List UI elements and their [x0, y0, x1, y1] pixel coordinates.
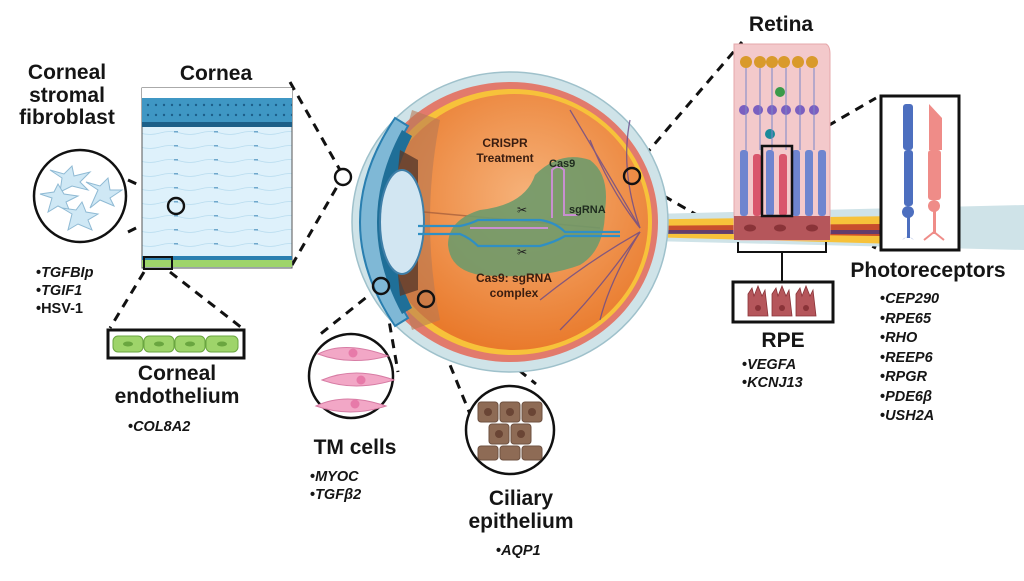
- corneal-epithelium: [142, 98, 292, 124]
- photoreceptors-genes: CEP290 RPE65 RHO REEP6 RPGR PDE6β USH2A: [880, 290, 939, 427]
- cone-cell: [923, 104, 945, 241]
- zoom-ring-stroma: [166, 196, 186, 216]
- lens: [379, 169, 425, 275]
- scissors-icon-top: ✂: [517, 203, 527, 217]
- gene-item: TGIF1: [36, 282, 93, 300]
- connector-retina-top: [632, 41, 744, 169]
- stromal-fibroblast-genes: TGFBIp TGIF1 HSV-1: [36, 264, 93, 318]
- gene-item: RPE65: [880, 310, 939, 330]
- gene-item: RPGR: [880, 368, 939, 388]
- endothelium-box: [106, 328, 246, 360]
- crispr-treatment-label-2: Treatment: [476, 151, 533, 165]
- photoreceptor-highlight-box: [760, 144, 794, 218]
- rpe-genes: VEGFA KCNJ13: [742, 356, 803, 392]
- title-line: epithelium: [468, 509, 574, 533]
- corneal-endothelium-genes: COL8A2: [128, 418, 190, 436]
- connector-endo-left: [108, 271, 146, 329]
- cas9-label: Cas9: [549, 158, 575, 170]
- zoom-ring-ciliary: [416, 289, 436, 309]
- connector-cornea-bottom: [290, 184, 340, 266]
- gene-item: RHO: [880, 329, 939, 349]
- gene-item: MYOC: [310, 468, 361, 486]
- corneal-endothelium-title: Corneal endothelium: [112, 362, 242, 408]
- zoom-ring-retina: [622, 166, 642, 186]
- gene-item: AQP1: [496, 542, 541, 560]
- gene-item: REEP6: [880, 349, 939, 369]
- ciliary-circle: [464, 384, 556, 476]
- dna-strands: [418, 218, 620, 248]
- tm-cells-circle: [307, 332, 396, 420]
- stromal-fibroblast-title: Corneal stromal fibroblast: [14, 61, 120, 130]
- cornea-title: Cornea: [179, 62, 253, 85]
- complex-label-2: complex: [490, 286, 539, 300]
- title-line: fibroblast: [19, 106, 115, 130]
- connector-tm-right: [382, 291, 400, 373]
- gene-item: CEP290: [880, 290, 939, 310]
- retina-block: [733, 43, 831, 241]
- tm-cells-title: TM cells: [313, 436, 397, 459]
- connector-tm-left: [317, 286, 379, 338]
- corneal-endothelium-layer: [142, 260, 292, 267]
- fibroblast-circle: [32, 148, 128, 244]
- gene-item: COL8A2: [128, 418, 190, 436]
- title-line: Corneal: [27, 61, 107, 84]
- retina-title: Retina: [748, 13, 814, 36]
- complex-label-1: Cas9: sgRNA: [476, 271, 552, 285]
- gene-item: VEGFA: [742, 356, 803, 374]
- scissors-icon-bottom: ✂: [517, 245, 527, 259]
- rpe-title: RPE: [761, 329, 805, 352]
- ciliary-epithelium-genes: AQP1: [496, 542, 541, 560]
- ciliary-epithelium-title: Ciliary epithelium: [466, 487, 576, 533]
- connector-endo-right: [169, 270, 243, 330]
- title-line: Ciliary: [488, 487, 554, 510]
- gene-item: PDE6β: [880, 388, 939, 408]
- tm-cells-genes: MYOC TGFβ2: [310, 468, 361, 504]
- connector-cornea-top: [288, 81, 342, 171]
- zoom-ring-tm: [371, 276, 391, 296]
- rod-cell: [902, 104, 914, 240]
- photoreceptors-title: Photoreceptors: [850, 259, 1006, 282]
- gene-item: USH2A: [880, 407, 939, 427]
- gene-item: TGFBIp: [36, 264, 93, 282]
- gene-item: HSV-1: [36, 300, 93, 318]
- zoom-ring-cornea: [333, 167, 353, 187]
- cornea-panel: [141, 87, 293, 270]
- sgrna-label: sgRNA: [569, 204, 606, 216]
- rpe-box: [731, 280, 835, 324]
- crispr-treatment-label-1: CRISPR: [482, 136, 528, 150]
- gene-item: TGFβ2: [310, 486, 361, 504]
- title-line: Corneal: [137, 362, 217, 385]
- retinal-vessels: [539, 109, 641, 331]
- rpe-bracket: [737, 242, 827, 282]
- photoreceptor-box: [879, 94, 961, 252]
- title-line: stromal: [29, 83, 105, 107]
- title-line: endothelium: [114, 384, 240, 408]
- sgrna-strand: [470, 166, 578, 229]
- gene-item: KCNJ13: [742, 374, 803, 392]
